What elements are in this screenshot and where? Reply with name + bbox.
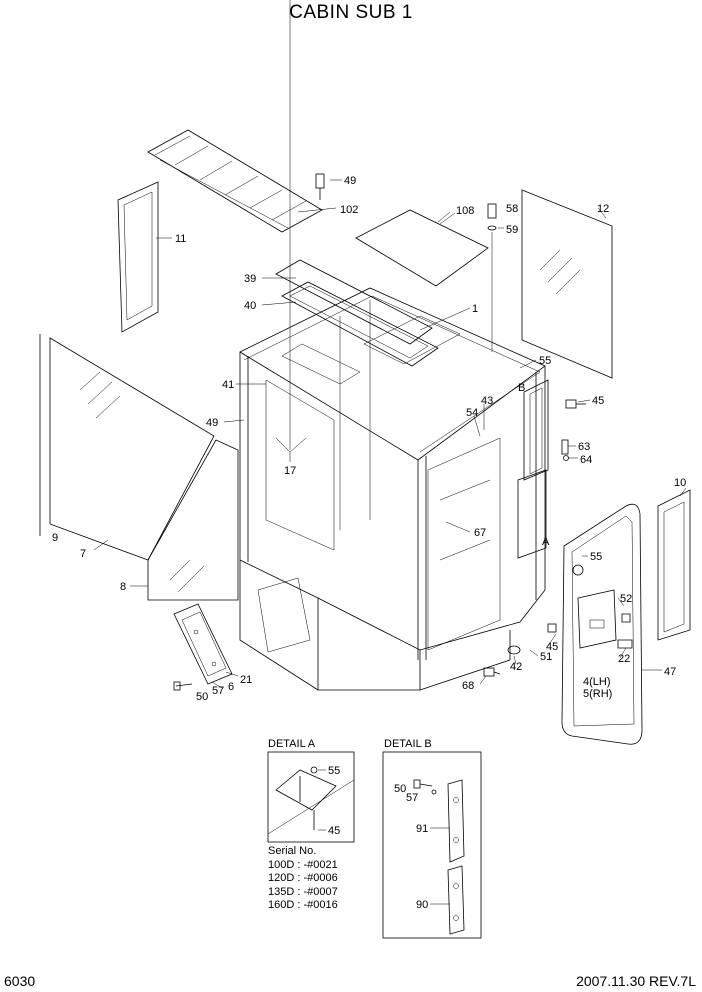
leader-lines bbox=[93, 0, 687, 689]
label-41: 41 bbox=[222, 379, 234, 391]
part-42-51 bbox=[507, 623, 557, 655]
label-7: 7 bbox=[80, 548, 86, 560]
lower-window-8 bbox=[147, 439, 239, 601]
label-63: 63 bbox=[578, 441, 590, 453]
label-55b: 55 bbox=[590, 551, 602, 563]
serial-heading: Serial No. bbox=[268, 845, 317, 857]
label-67: 67 bbox=[474, 527, 486, 539]
detail-b-box bbox=[382, 751, 482, 939]
serial-row: 120D : -#0006 bbox=[268, 872, 338, 884]
label-49b: 49 bbox=[206, 417, 218, 429]
label-detail-b-57: 57 bbox=[406, 792, 418, 804]
serial-number-block: Serial No. 100D : -#0021 120D : -#0006 1… bbox=[268, 845, 338, 913]
detail-b-title: DETAIL B bbox=[384, 738, 432, 750]
serial-row: 135D : -#0007 bbox=[268, 885, 338, 898]
label-21: 21 bbox=[240, 674, 252, 686]
label-47: 47 bbox=[664, 666, 676, 678]
plate-108 bbox=[355, 209, 489, 287]
label-68: 68 bbox=[462, 680, 474, 692]
label-39: 39 bbox=[244, 273, 256, 285]
label-B: B bbox=[518, 382, 525, 394]
label-58: 58 bbox=[506, 203, 518, 215]
hinge-strip-b bbox=[517, 379, 549, 559]
label-11: 11 bbox=[175, 233, 186, 245]
label-45: 45 bbox=[592, 395, 604, 407]
label-detail-b-50: 50 bbox=[394, 783, 406, 795]
label-54: 54 bbox=[466, 407, 478, 419]
label-17: 17 bbox=[284, 465, 296, 477]
label-1: 1 bbox=[472, 303, 478, 315]
seal-39-40 bbox=[275, 259, 439, 367]
label-49: 49 bbox=[344, 175, 356, 187]
label-45b: 45 bbox=[546, 641, 558, 653]
label-43: 43 bbox=[481, 395, 493, 407]
label-55: 55 bbox=[539, 355, 551, 367]
cabin-frame bbox=[239, 287, 546, 691]
label-detail-a-55: 55 bbox=[328, 765, 340, 777]
window-11 bbox=[117, 181, 159, 333]
roof-sunshade bbox=[147, 129, 323, 233]
door-47 bbox=[561, 503, 643, 745]
label-108: 108 bbox=[456, 205, 474, 217]
revision-date: 2007.11.30 REV.7L bbox=[576, 973, 696, 989]
detail-a-title: DETAIL A bbox=[268, 738, 316, 750]
front-window-7 bbox=[39, 334, 215, 561]
label-50: 50 bbox=[196, 691, 208, 703]
label-102: 102 bbox=[340, 204, 358, 216]
part-labels: 49 102 11 108 58 59 12 39 40 1 55 B 45 4… bbox=[52, 175, 686, 911]
serial-row: 100D : -#0021 bbox=[268, 858, 338, 871]
label-4lh: 4(LH) bbox=[583, 676, 611, 688]
window-12 bbox=[521, 189, 613, 379]
label-57: 57 bbox=[212, 685, 224, 697]
label-40: 40 bbox=[244, 300, 256, 312]
label-51: 51 bbox=[540, 651, 552, 663]
bolt-58 bbox=[487, 203, 497, 352]
bolt-50-lower bbox=[173, 681, 193, 691]
label-42: 42 bbox=[510, 661, 522, 673]
label-5rh: 5(RH) bbox=[583, 688, 612, 700]
bolt-68 bbox=[483, 667, 501, 677]
bolt-49-top bbox=[315, 173, 342, 200]
label-8: 8 bbox=[120, 581, 126, 593]
label-6: 6 bbox=[228, 681, 234, 693]
bolt-45-top bbox=[565, 399, 586, 409]
serial-row: 160D : -#0016 bbox=[268, 899, 338, 911]
label-9: 9 bbox=[52, 532, 58, 544]
label-detail-b-91: 91 bbox=[416, 823, 428, 835]
clip-52-22 bbox=[617, 613, 633, 649]
panel-6 bbox=[173, 603, 233, 685]
label-59: 59 bbox=[506, 224, 518, 236]
label-A: A bbox=[542, 536, 550, 548]
label-64: 64 bbox=[580, 454, 592, 466]
label-52: 52 bbox=[620, 593, 632, 605]
page-number: 6030 bbox=[4, 973, 36, 989]
pin-63-64 bbox=[561, 439, 569, 461]
label-detail-a-45: 45 bbox=[328, 825, 340, 837]
label-detail-b-90: 90 bbox=[416, 899, 428, 911]
detail-a-box bbox=[267, 751, 355, 843]
label-10: 10 bbox=[674, 477, 686, 489]
label-22: 22 bbox=[618, 653, 630, 665]
window-10 bbox=[657, 489, 691, 641]
page-title: CABIN SUB 1 bbox=[289, 2, 413, 23]
label-12: 12 bbox=[597, 203, 609, 215]
